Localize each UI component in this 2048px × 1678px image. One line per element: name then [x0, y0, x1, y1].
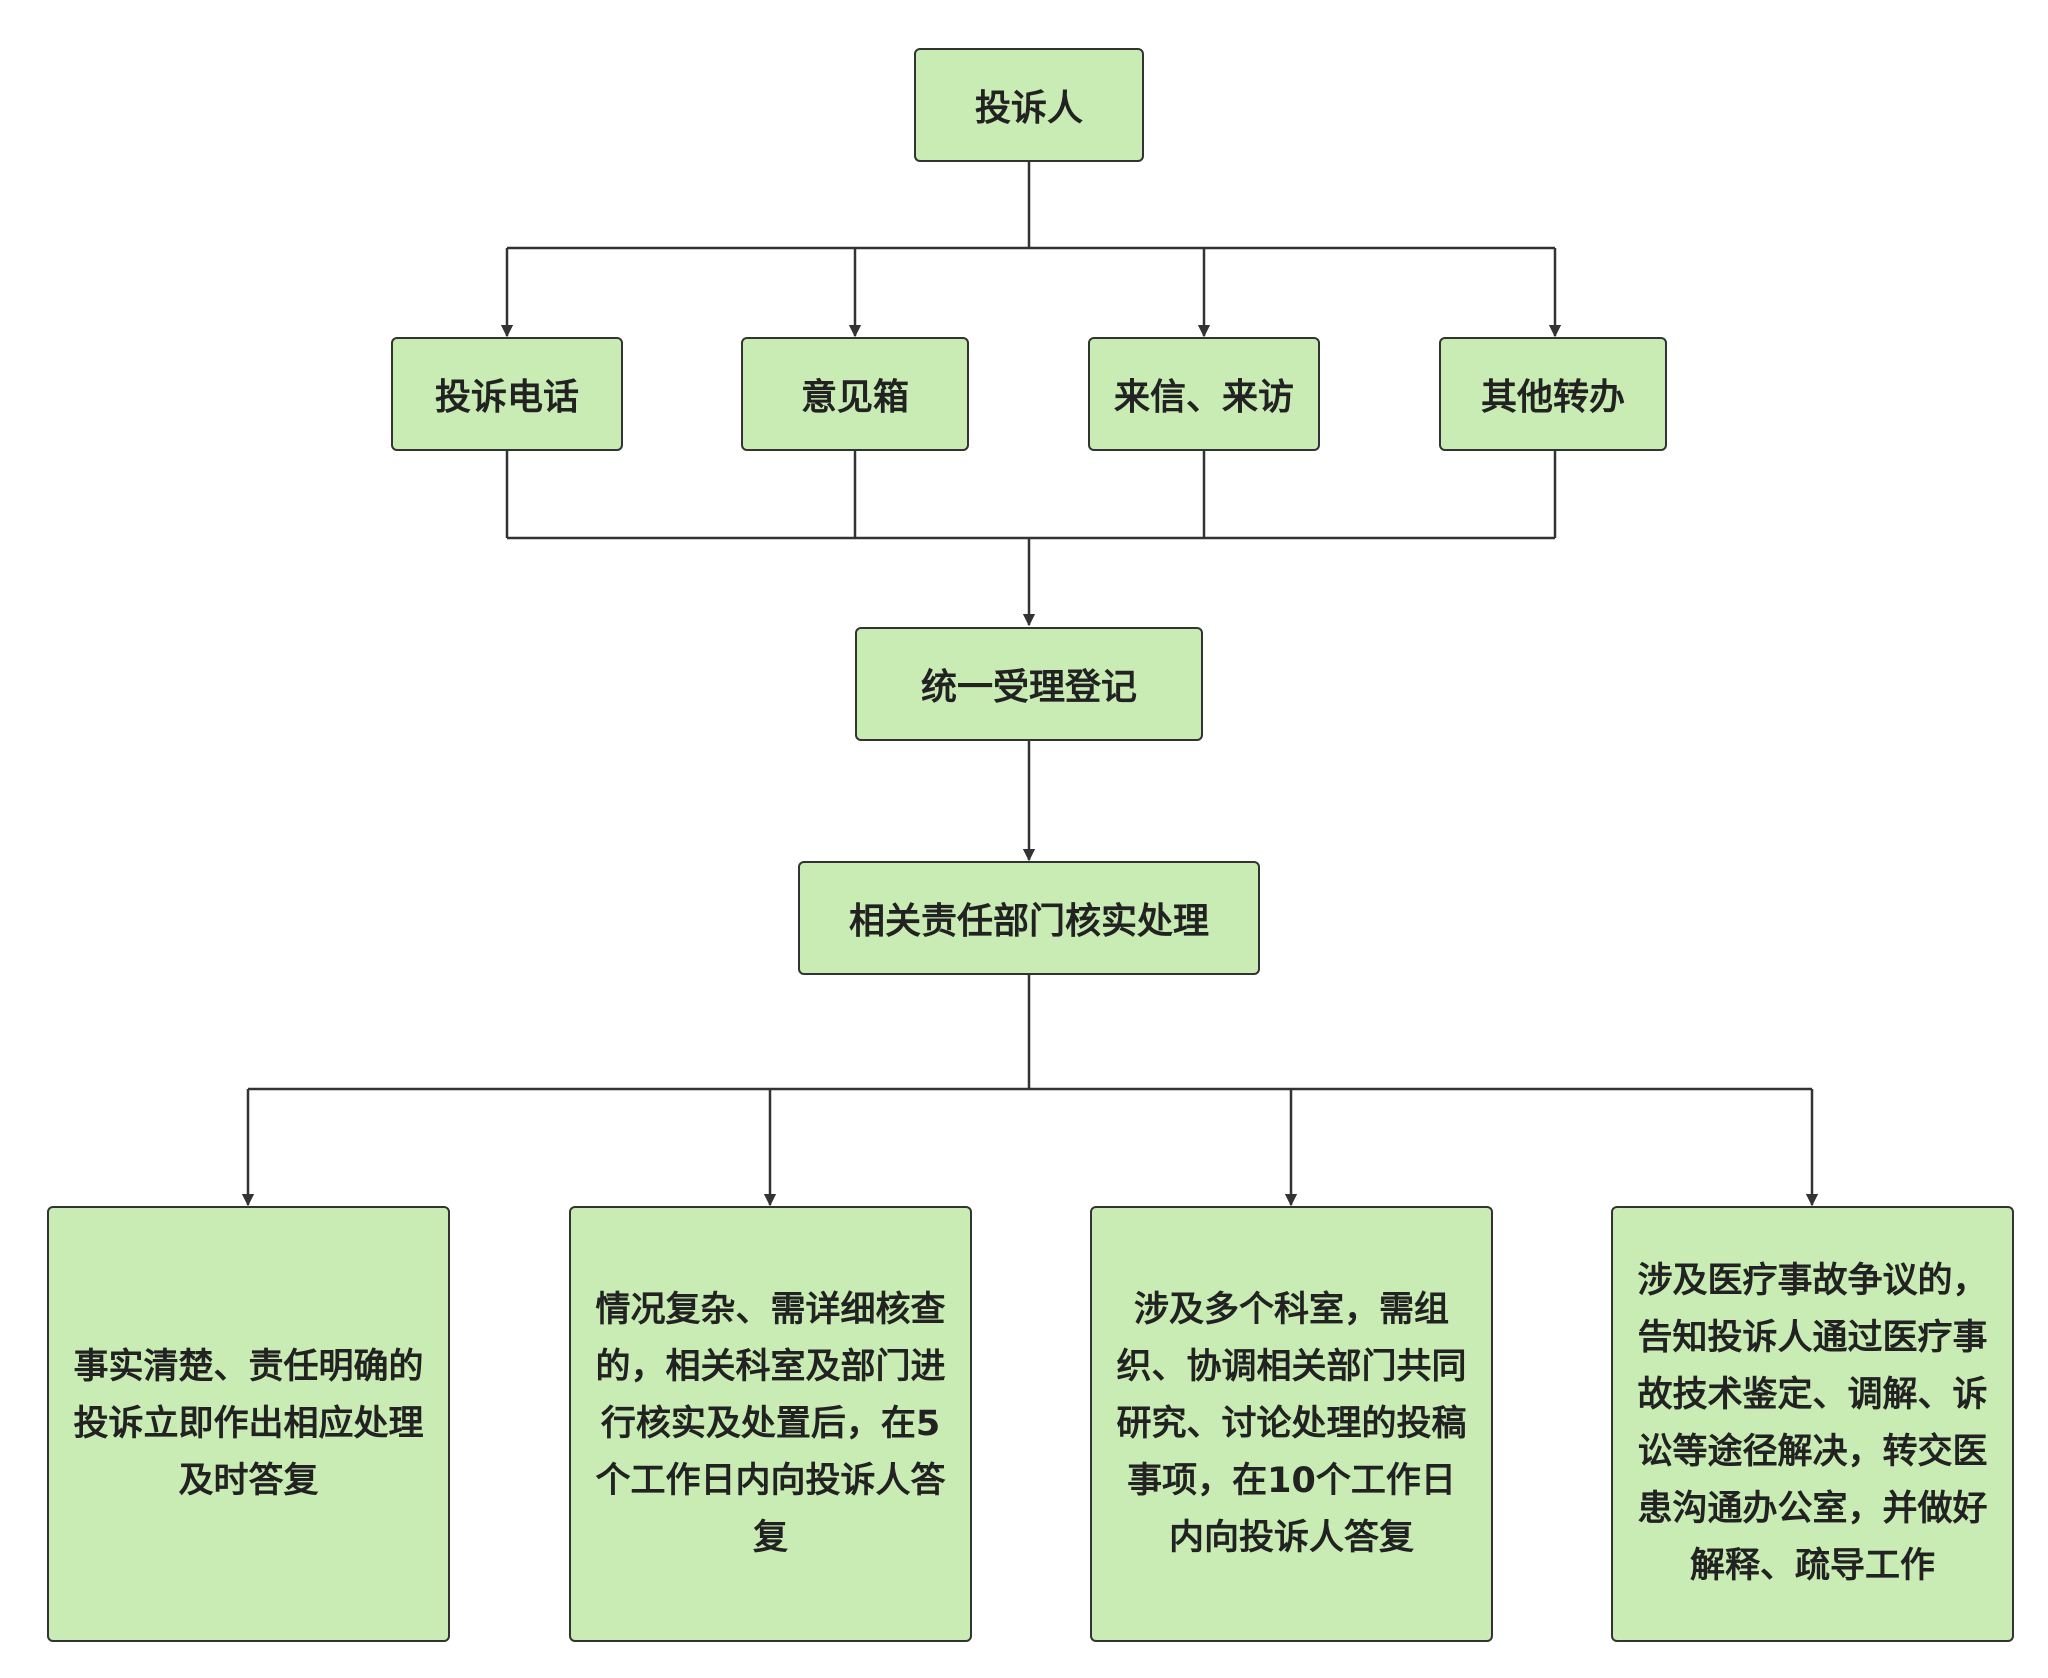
node-registration: 统一受理登记	[855, 627, 1203, 741]
node-channel-letters-visits: 来信、来访	[1088, 337, 1320, 451]
node-verification: 相关责任部门核实处理	[798, 861, 1260, 975]
node-channel-suggestion-box: 意见箱	[741, 337, 969, 451]
node-outcome-10-days: 涉及多个科室，需组织、协调相关部门共同研究、讨论处理的投稿事项，在10个工作日内…	[1090, 1206, 1493, 1642]
node-outcome-medical-dispute: 涉及医疗事故争议的，告知投诉人通过医疗事故技术鉴定、调解、诉讼等途径解决，转交医…	[1611, 1206, 2014, 1642]
node-outcome-5-days: 情况复杂、需详细核查的，相关科室及部门进行核实及处置后，在5个工作日内向投诉人答…	[569, 1206, 972, 1642]
node-channel-other-referrals: 其他转办	[1439, 337, 1667, 451]
node-complainant: 投诉人	[914, 48, 1144, 162]
node-outcome-immediate: 事实清楚、责任明确的投诉立即作出相应处理及时答复	[47, 1206, 450, 1642]
node-channel-phone: 投诉电话	[391, 337, 623, 451]
